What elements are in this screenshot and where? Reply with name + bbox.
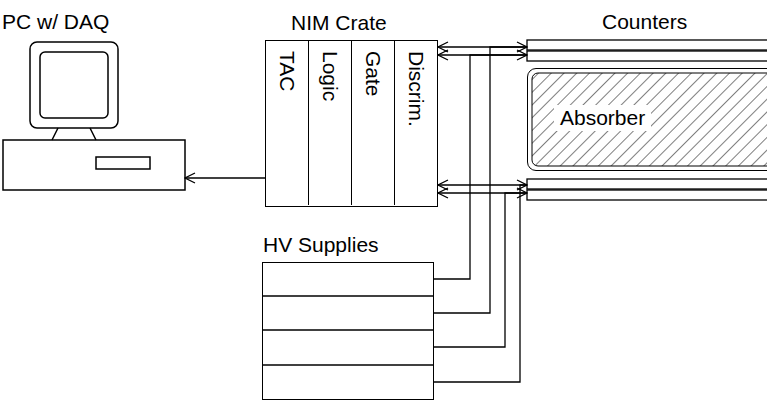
node-heading: PC w/ DAQ	[2, 10, 109, 34]
hv-cable	[434, 185, 527, 382]
hv-cable	[434, 47, 527, 313]
module-label: TAC	[275, 51, 299, 91]
hv-cable	[434, 55, 527, 279]
absorber-block: Absorber	[527, 68, 767, 171]
computer: PC w/ DAQ	[2, 40, 185, 190]
module-label: Gate	[361, 51, 385, 97]
absorber-hatching	[532, 73, 767, 166]
module-label: Logic	[318, 51, 342, 101]
hv-cable	[434, 193, 527, 347]
module-label: Discrim.	[403, 51, 427, 127]
hv-supply-rows	[262, 296, 434, 365]
nim-module: Discrim.	[395, 41, 436, 205]
computer-icon	[3, 42, 185, 190]
nim-module: Gate	[352, 41, 395, 205]
signal-cable	[438, 184, 527, 185]
hv-supply-box: HV Supplies	[262, 262, 434, 400]
nim-crate: NIM CrateTACLogicGateDiscrim.	[265, 40, 438, 207]
nim-module: TAC	[266, 41, 309, 205]
node-heading: NIM Crate	[291, 11, 387, 35]
node-heading: Counters	[602, 10, 687, 34]
counters: CountersAbsorber	[527, 40, 767, 202]
nim-module: Logic	[309, 41, 352, 205]
counter-bars	[527, 40, 767, 200]
node-heading: HV Supplies	[263, 233, 379, 257]
signal-cable	[185, 177, 265, 178]
block-label: Absorber	[554, 105, 651, 131]
